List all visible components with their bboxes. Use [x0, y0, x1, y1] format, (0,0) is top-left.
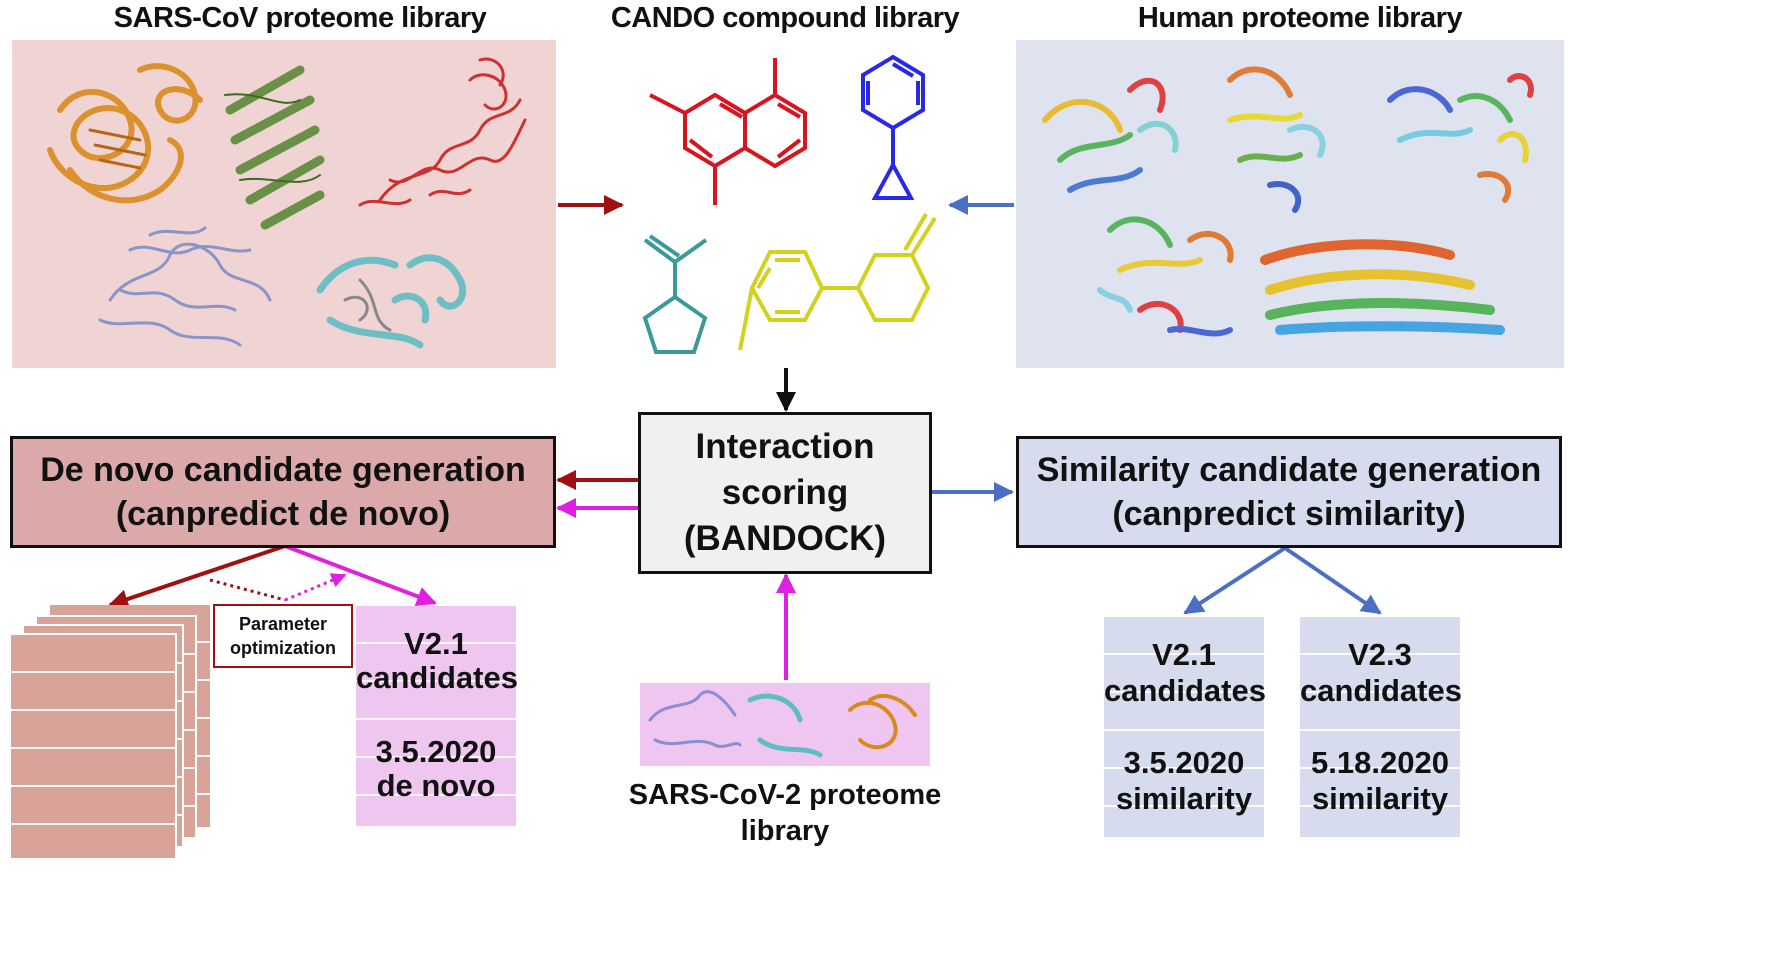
denovo-to-stack-arrow — [108, 544, 286, 609]
param-line2: optimization — [230, 638, 336, 658]
denovo-line2: (canpredict de novo) — [115, 495, 451, 533]
similarity-v23-candidates-card: V2.3 candidates 5.18.2020 similarity — [1300, 617, 1462, 837]
human-library-title: Human proteome library — [1137, 2, 1463, 34]
denovo-generation-box: De novo candidate generation (canpredict… — [10, 436, 556, 548]
param-line1: Parameter — [238, 614, 328, 634]
similarity-v21-label: candidates — [1104, 673, 1266, 708]
similarity-v21-date: 3.5.2020 — [1123, 745, 1245, 780]
compound-blue-structure — [861, 54, 925, 200]
similarity-v21-kind: similarity — [1115, 781, 1253, 816]
denovo-to-v21-arrow — [284, 544, 437, 606]
interaction-scoring-line3: (BANDOCK) — [683, 519, 887, 558]
interaction-scoring-line1: Interaction — [695, 427, 875, 466]
parameter-optimization-box: Parameter optimization — [213, 604, 353, 668]
denovo-to-param-dotted — [209, 578, 286, 602]
similarity-v21-candidates-card: V2.1 candidates 3.5.2020 similarity — [1104, 617, 1266, 837]
similarity-to-v23-arrow — [1283, 546, 1382, 615]
interaction-scoring-box: Interaction scoring (BANDOCK) — [638, 412, 932, 574]
denovo-v21-date: 3.5.2020 — [375, 734, 497, 769]
sars-cov2-protein-structures — [648, 690, 917, 758]
sars-cov2-library-title: SARS-CoV-2 proteome library — [620, 777, 950, 849]
denovo-line1: De novo candidate generation — [40, 451, 526, 489]
human-protein-structures — [1042, 66, 1534, 337]
sars-cov-protein-structures — [47, 57, 527, 349]
sars-cov2-title-line1: SARS-CoV-2 proteome — [628, 779, 942, 811]
denovo-v21-candidates-card: V2.1 candidates 3.5.2020 de novo — [356, 606, 518, 826]
similarity-line2: (canpredict similarity) — [1112, 495, 1466, 533]
similarity-v23-version: V2.3 — [1348, 637, 1412, 672]
param-to-v21-dotted — [284, 573, 347, 602]
compound-red-structure — [649, 58, 807, 205]
similarity-v23-date: 5.18.2020 — [1311, 745, 1449, 780]
similarity-v21-version: V2.1 — [1152, 637, 1216, 672]
interaction-scoring-line2: scoring — [721, 473, 849, 512]
compound-yellow-structure — [738, 212, 937, 351]
cando-library-title: CANDO compound library — [610, 2, 960, 34]
denovo-v21-version: V2.1 — [404, 626, 468, 661]
denovo-v21-kind: de novo — [376, 768, 496, 803]
similarity-to-v21-arrow — [1183, 546, 1287, 615]
compound-teal-structure — [642, 234, 708, 354]
sars-cov-library-title: SARS-CoV proteome library — [113, 2, 487, 34]
similarity-line1: Similarity candidate generation — [1036, 451, 1542, 489]
similarity-v23-label: candidates — [1300, 673, 1462, 708]
sars-cov2-title-line2: library — [740, 815, 830, 847]
similarity-generation-box: Similarity candidate generation (canpred… — [1016, 436, 1562, 548]
denovo-v21-label: candidates — [356, 660, 518, 695]
similarity-v23-kind: similarity — [1311, 781, 1449, 816]
denovo-stack-page-front — [11, 633, 177, 858]
